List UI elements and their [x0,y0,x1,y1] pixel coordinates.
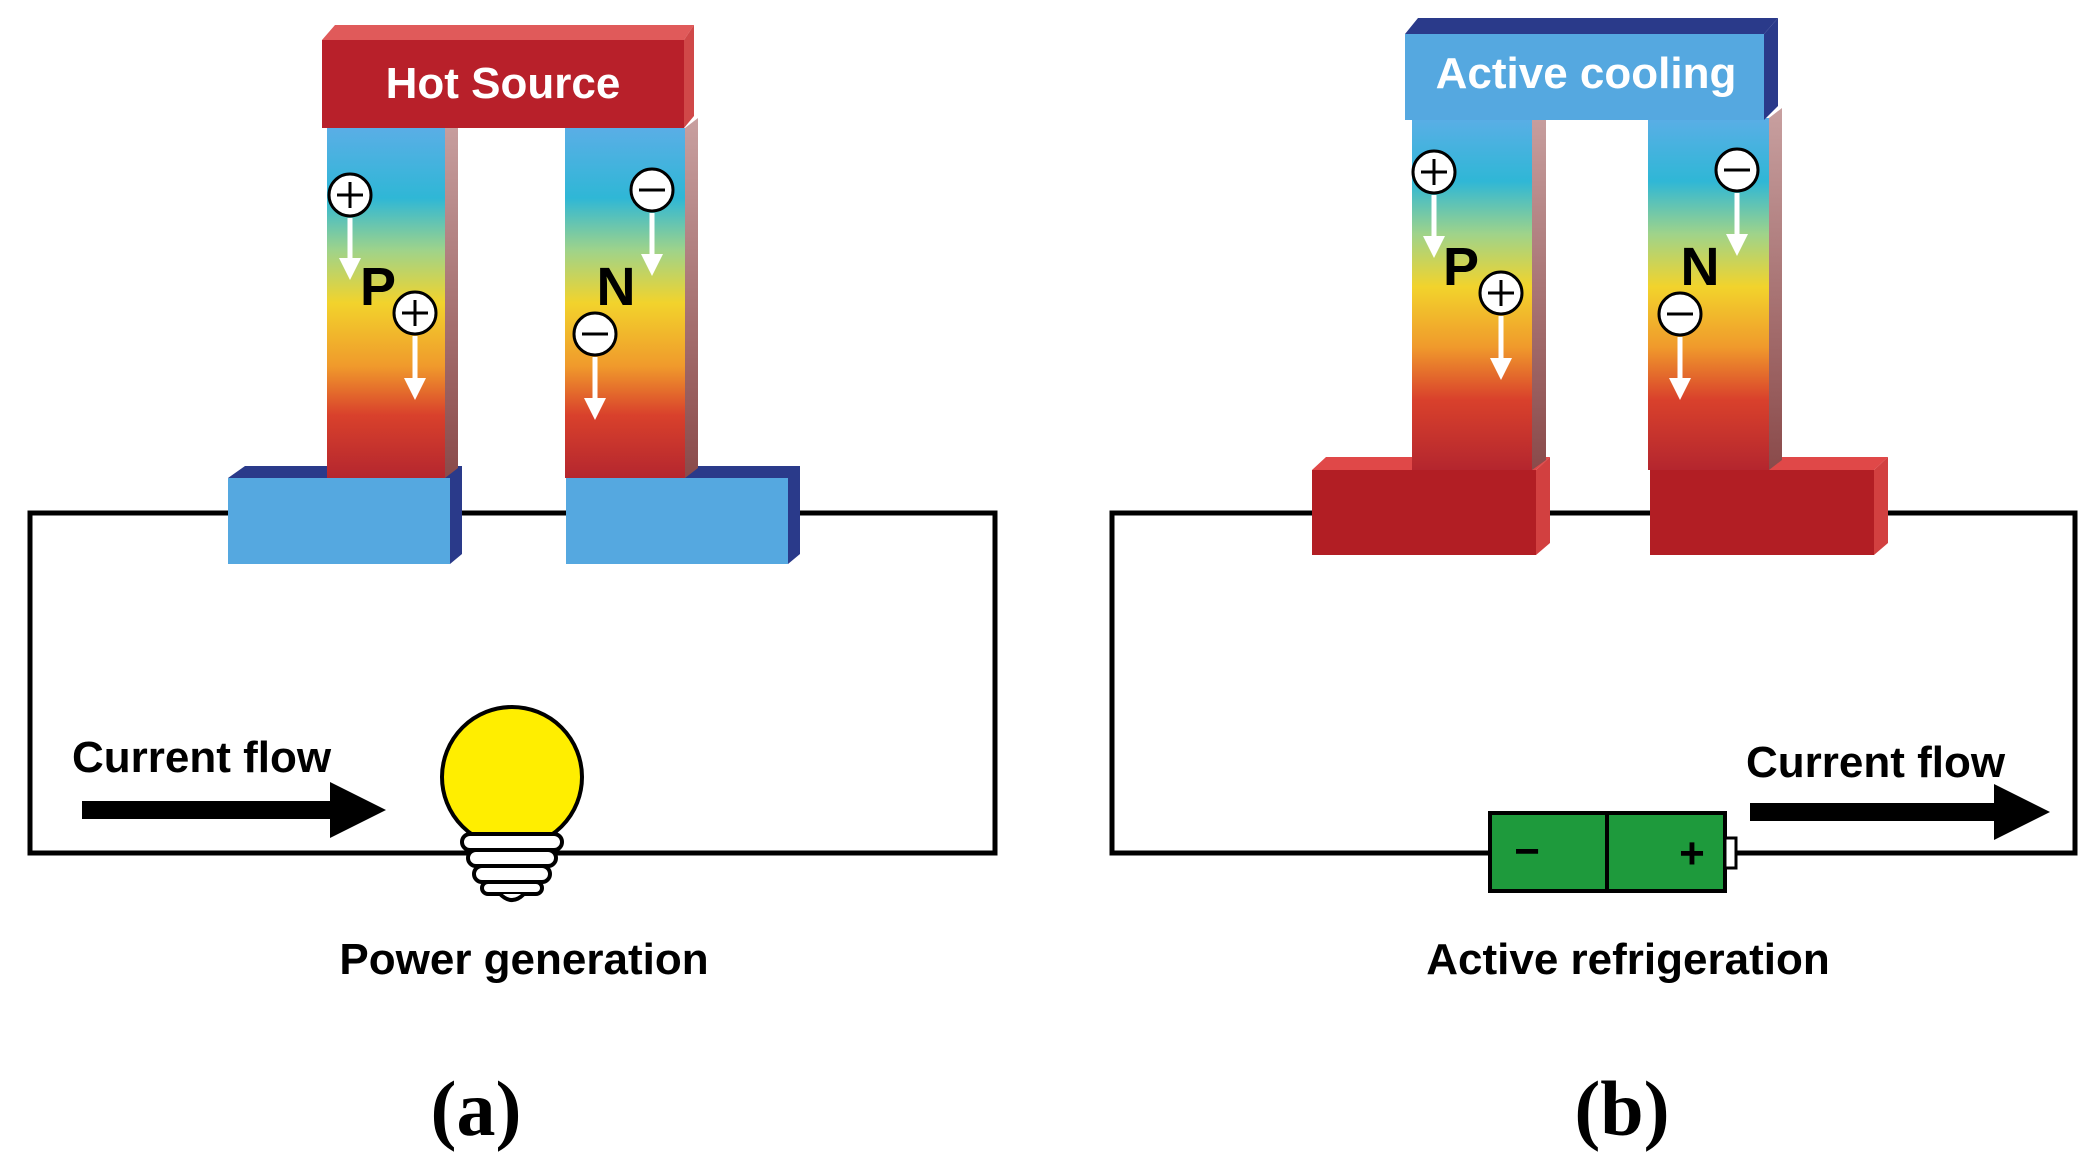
down-arrow-icon [1726,193,1748,256]
down-arrow-icon [584,357,606,420]
active-cooling-block: Active cooling [1405,18,1778,120]
p-leg-label-a: P [360,257,396,317]
contact-right-b [1650,457,1888,555]
right-arrow-icon [82,782,386,838]
current-flow-label-a: Current flow [72,733,332,782]
contact-left-a [228,466,462,564]
battery-plus-label: + [1679,829,1705,878]
contact-left-b [1312,457,1550,555]
active-cooling-label: Active cooling [1436,49,1737,98]
contact-right-a [566,466,800,564]
panel-label-b: (b) [1574,1065,1669,1152]
minus-charge-icon [629,167,675,213]
down-arrow-icon [1490,316,1512,380]
panel-label-a: (a) [431,1065,522,1152]
minus-charge-icon [572,311,618,357]
plus-charge-icon [1411,149,1457,195]
minus-charge-icon [1657,291,1703,337]
right-arrow-icon [1750,784,2050,840]
caption-a: Power generation [339,935,708,984]
plus-charge-icon [327,172,373,218]
current-flow-label-b: Current flow [1746,738,2006,787]
plus-charge-icon [1478,270,1524,316]
down-arrow-icon [641,213,663,276]
down-arrow-icon [1669,337,1691,400]
panel-a: Hot Source P N [27,25,998,1152]
hot-source-block: Hot Source [322,25,694,128]
caption-b: Active refrigeration [1426,935,1829,984]
n-leg-label-b: N [1681,237,1720,297]
hot-source-label: Hot Source [386,59,621,108]
battery-minus-label: − [1514,827,1540,876]
plus-charge-icon [392,290,438,336]
down-arrow-icon [404,336,426,400]
p-leg-label-b: P [1443,237,1479,297]
panel-b: Active cooling P N [1109,18,2078,1152]
light-bulb-icon [440,705,584,902]
minus-charge-icon [1714,147,1760,193]
down-arrow-icon [339,218,361,280]
n-leg-label-a: N [597,257,636,317]
down-arrow-icon [1423,195,1445,258]
battery-icon: − + [1488,811,1738,893]
circuit-wire-b [1109,510,2078,856]
